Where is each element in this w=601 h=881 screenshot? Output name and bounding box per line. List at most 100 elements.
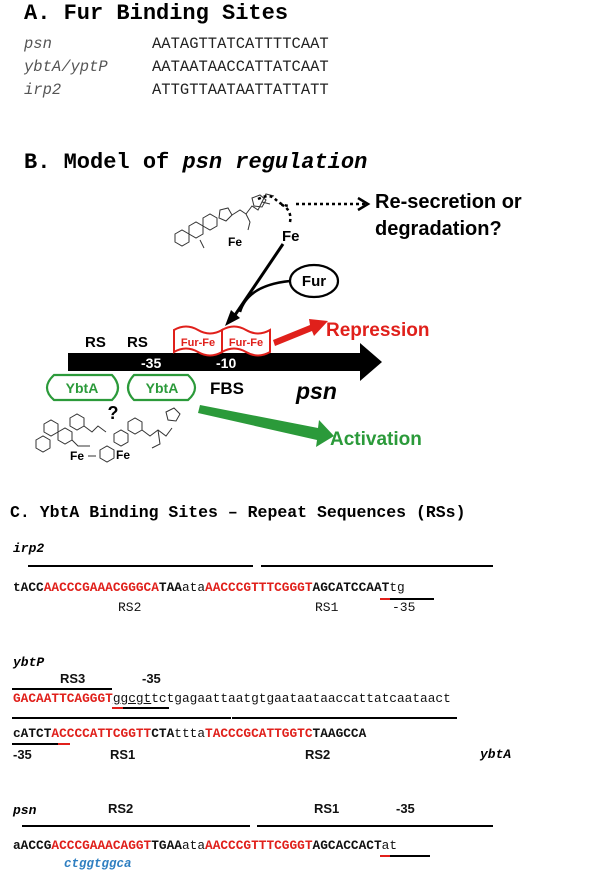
minus35-label-ybtp: -35 [13, 747, 32, 762]
fur-fe-label-2: Fur-Fe [229, 337, 263, 349]
question-mark: ? [108, 403, 119, 423]
sequence-ybtp-line2: cATCTACCCCATTCGGTTCTAtttaTACCCGCATTGGTCT… [13, 726, 366, 741]
fur-site-name-psn: psn [24, 35, 52, 53]
ybta-label-1: YbtA [66, 380, 99, 396]
repression-arrow [273, 319, 328, 346]
ybta-box-1 [45, 373, 120, 402]
gene-label-ybta: ybtA [480, 747, 512, 762]
dotted-arc-fe [279, 202, 292, 223]
seq-seg-rs: AACCCGTTTCGGGT [205, 838, 313, 853]
minus35-underline-red-ybtp [58, 743, 70, 745]
minus35-underline-red-irp2 [380, 598, 390, 600]
section-b-title: B. Model of psn regulation [24, 150, 367, 175]
minus35-label-psn: -35 [396, 801, 415, 816]
minus35-top-label-ybtp: -35 [142, 671, 161, 686]
seq-seg: AGCACCACT [312, 838, 382, 853]
fe-label-siderophore: Fe [228, 235, 242, 249]
rs2-label-psn: RS2 [108, 801, 134, 816]
rs-label-1: RS [85, 334, 106, 351]
siderophore-structure-left [35, 413, 107, 453]
rs1-bar-ybtp [12, 717, 231, 719]
rs1-label-irp2: RS1 [315, 600, 339, 615]
seq-seg: ata [181, 580, 206, 595]
activation-arrow [198, 405, 334, 447]
minus35-underline-psn [390, 855, 430, 857]
rs2-bar-irp2 [28, 565, 253, 567]
seq-seg-rs: ACCCCATTCGGTT [51, 726, 152, 741]
minus35-label: -35 [141, 355, 161, 371]
rs1-label-psn: RS1 [314, 801, 340, 816]
rs1-bar-psn [257, 825, 493, 827]
section-c-title: C. YbtA Binding Sites – Repeat Sequences… [10, 503, 466, 522]
fe-label-right: Fe [116, 448, 130, 462]
rs2-bar-ybtp [232, 717, 457, 719]
gene-label-psn-text: psn [13, 803, 37, 818]
dotted-arrow-curve [257, 194, 291, 208]
minus35-underline-red-psn [380, 855, 390, 857]
seq-seg-rs: TACCCGCATTGGTC [205, 726, 313, 741]
section-b-title-prefix: B. Model of [24, 150, 183, 175]
rs-label-2: RS [127, 334, 148, 351]
seq-seg: tACC [13, 580, 44, 595]
section-b-title-italic: psn regulation [182, 150, 368, 175]
rs2-label-ybtp: RS2 [305, 747, 331, 762]
fur-protein-oval [288, 263, 340, 299]
fe-label-left: Fe [70, 449, 84, 463]
siderophore-structure-top [174, 193, 275, 249]
seq-seg: CTA [151, 726, 175, 741]
fur-curve [238, 279, 291, 313]
minus35-underline-red-ybtp-top [112, 707, 123, 709]
rs2-bar-psn [22, 825, 250, 827]
rs2-label-irp2: RS2 [118, 600, 142, 615]
resecretion-label: Re-secretion or [375, 191, 522, 213]
gene-label-psn: psn [13, 803, 36, 818]
seq-seg: aACCG [13, 838, 52, 853]
degradation-label: degradation? [375, 218, 502, 240]
minus35-underline-irp2 [390, 598, 434, 600]
gene-label-irp2: irp2 [13, 541, 45, 556]
minus35-underline-ybtp-top [123, 707, 169, 709]
ybta-box-2 [126, 373, 197, 402]
siderophore-structure-right [99, 407, 181, 463]
seq-seg: TAAGCCA [312, 726, 367, 741]
fbs-label: FBS [210, 379, 244, 398]
seq-seg-rs: AACCCGTTTCGGGT [205, 580, 313, 595]
minus35-label-irp2: -35 [392, 600, 416, 615]
psn-gene-arrow [68, 343, 382, 381]
fur-site-seq-irp2: ATTGTTAATAATTATTATT [152, 81, 329, 99]
fe-binding-arrow [231, 243, 285, 319]
seq-seg: ttta [174, 726, 206, 741]
seq-seg: tctgagaattaatgtgaataataaccattatcaataact [151, 691, 451, 706]
fur-fe-box-2 [221, 325, 271, 357]
fur-site-seq-ybta: AATAATAACCATTATCAAT [152, 58, 329, 76]
repression-label: Repression [326, 320, 429, 341]
rs3-label-ybtp: RS3 [60, 671, 86, 686]
rs1-bar-irp2 [261, 565, 493, 567]
psn-alt-sequence: ctggtggca [64, 857, 132, 871]
fe-label-top: Fe [282, 228, 300, 245]
seq-seg: AGCATCCAAT [312, 580, 390, 595]
seq-seg: TAA [158, 580, 182, 595]
fur-label: Fur [302, 273, 326, 290]
seq-seg: at [381, 838, 398, 853]
seq-seg-minus35: ggcgt [112, 691, 152, 706]
sequence-irp2: tACCAACCCGAAACGGGCATAAataAACCCGTTTCGGGTA… [13, 580, 405, 595]
seq-seg: cATCT [13, 726, 52, 741]
seq-seg: TGAA [151, 838, 182, 853]
fur-fe-label-1: Fur-Fe [181, 337, 215, 349]
sequence-ybtp-line1: GACAATTCAGGGTggcgttctgagaattaatgtgaataat… [13, 691, 451, 706]
sequence-psn: aACCGACCCGAAACAGGTTGAAataAACCCGTTTCGGGTA… [13, 838, 397, 853]
fur-site-name-irp2: irp2 [24, 81, 62, 99]
seq-seg: ata [181, 838, 206, 853]
minus10-label: -10 [216, 355, 236, 371]
section-a-title: A. Fur Binding Sites [24, 1, 289, 26]
gene-name-psn: psn [295, 378, 337, 404]
fur-site-seq-psn: AATAGTTATCATTTTCAAT [152, 35, 329, 53]
activation-label: Activation [330, 429, 422, 450]
rs1-label-ybtp: RS1 [110, 747, 136, 762]
fe-binding-arrowhead [225, 310, 240, 326]
dotted-arrow-head [357, 196, 371, 212]
fur-site-name-ybta: ybtA/yptP [24, 58, 108, 76]
seq-seg-rs: GACAATTCAGGGT [13, 691, 113, 706]
gene-label-ybtp: ybtP [13, 655, 45, 670]
